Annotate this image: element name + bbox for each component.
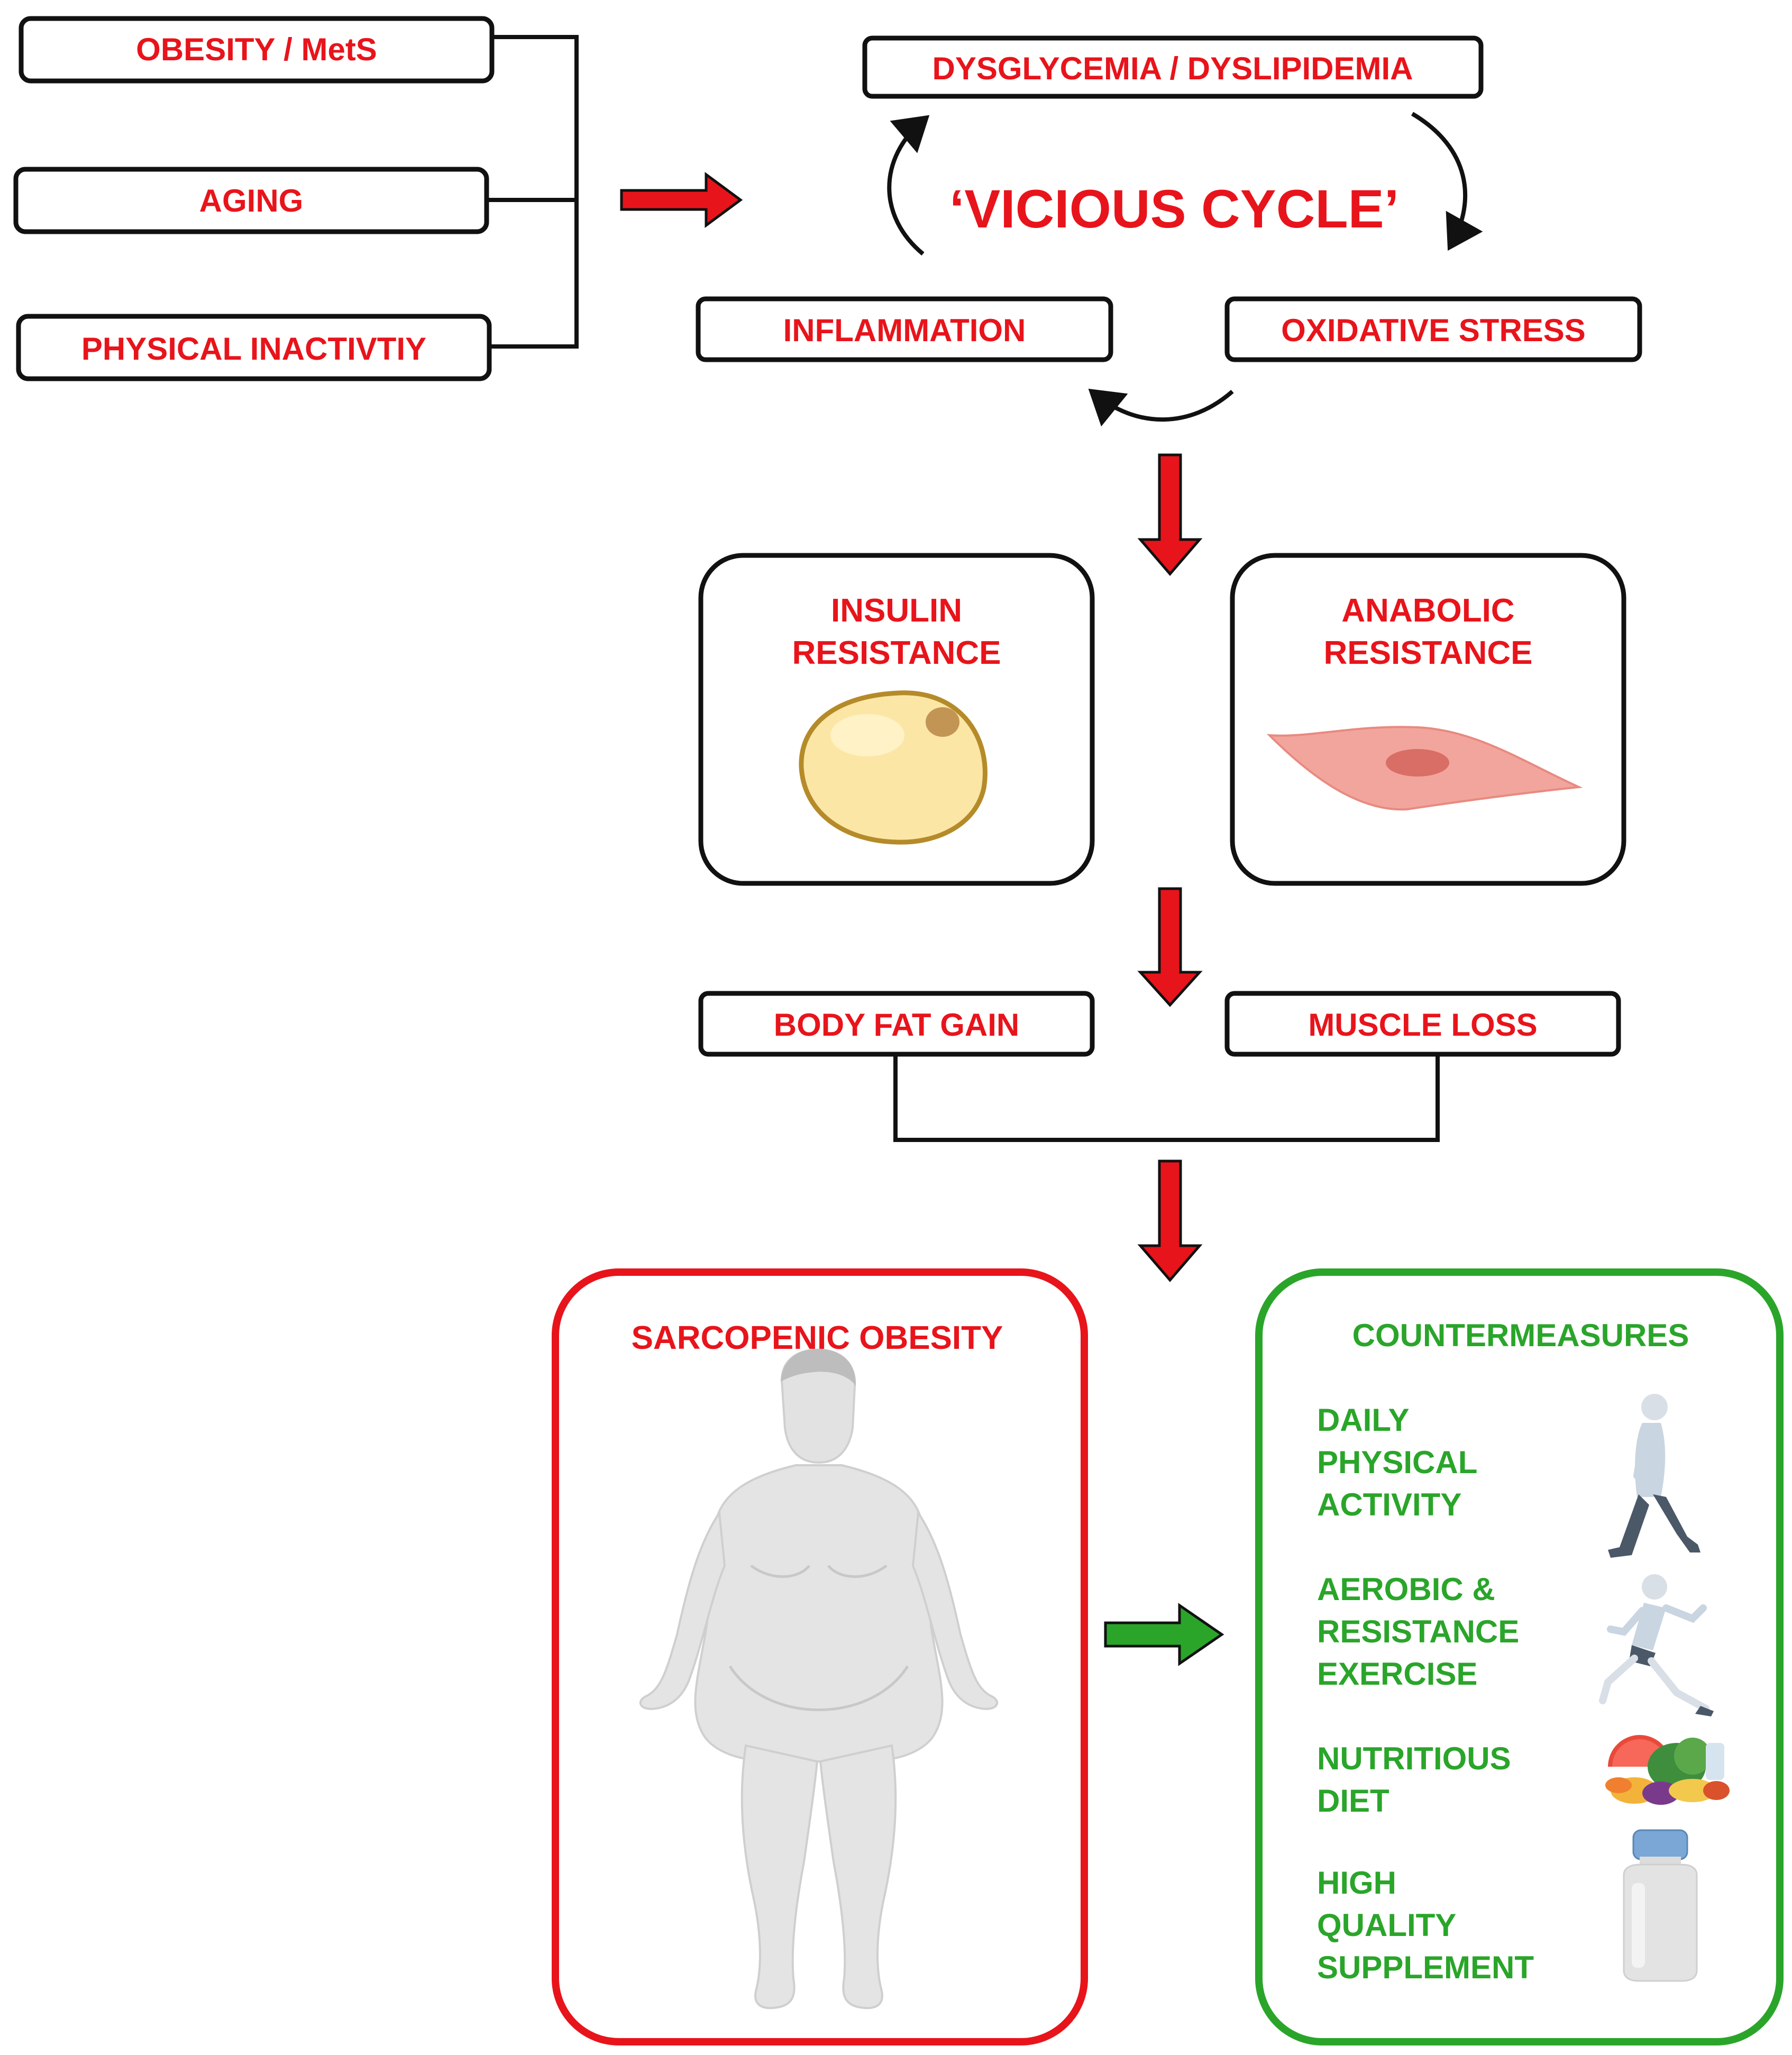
green-arrow-to-countermeasures xyxy=(1104,1603,1224,1666)
countermeasures-box: COUNTERMEASURES DAILY PHYSICAL ACTIVITY … xyxy=(1255,1268,1784,2045)
countermeasure-supplement: HIGH QUALITY SUPPLEMENT xyxy=(1317,1829,1698,1985)
anabolic-resistance-label-2: RESISTANCE xyxy=(1323,635,1532,671)
body-fat-gain-box: BODY FAT GAIN xyxy=(698,991,1095,1057)
countermeasures-title: COUNTERMEASURES xyxy=(1352,1318,1689,1353)
cause-aging-box: AGING xyxy=(13,167,489,234)
countermeasure-3-line-1: NUTRITIOUS xyxy=(1317,1741,1511,1776)
oxidative-stress-box: OXIDATIVE STRESS xyxy=(1224,296,1642,362)
countermeasure-4-line-2: QUALITY xyxy=(1317,1907,1456,1943)
insulin-resistance-label-1: INSULIN xyxy=(831,592,962,629)
vicious-cycle-title: ‘VICIOUS CYCLE’ xyxy=(949,179,1399,239)
cycle-arrows xyxy=(887,112,1483,427)
countermeasure-4-line-3: SUPPLEMENT xyxy=(1317,1950,1534,1985)
dysglycemia-label: DYSGLYCEMIA / DYSLIPIDEMIA xyxy=(932,51,1413,86)
cause-inactivity-label: PHYSICAL INACTIVTIY xyxy=(81,331,426,367)
anabolic-resistance-label-1: ANABOLIC xyxy=(1341,592,1514,629)
countermeasure-1-line-1: DAILY xyxy=(1317,1402,1410,1438)
running-person-icon xyxy=(1599,1574,1714,1716)
obese-person-icon xyxy=(639,1348,998,2010)
red-arrow-causes-to-cycle xyxy=(620,172,743,228)
causes-bracket xyxy=(487,35,579,349)
insulin-resistance-box: INSULIN RESISTANCE xyxy=(698,553,1095,886)
cause-inactivity-box: PHYSICAL INACTIVTIY xyxy=(16,314,492,381)
body-fat-gain-label: BODY FAT GAIN xyxy=(774,1007,1019,1043)
cycle-arrow-bottom xyxy=(1088,388,1234,427)
countermeasure-3-line-2: DIET xyxy=(1317,1783,1389,1819)
red-arrow-down-3 xyxy=(1137,1159,1203,1282)
countermeasure-exercise: AEROBIC & RESISTANCE EXERCISE xyxy=(1317,1572,1714,1716)
countermeasure-2-line-3: EXERCISE xyxy=(1317,1656,1477,1692)
muscle-cell-icon xyxy=(1266,726,1583,811)
red-arrow-down-2 xyxy=(1137,887,1203,1007)
cycle-arrow-right xyxy=(1411,112,1483,251)
cause-obesity-label: OBESITY / MetS xyxy=(136,32,377,67)
anabolic-resistance-box: ANABOLIC RESISTANCE xyxy=(1230,553,1626,886)
walking-person-icon xyxy=(1608,1394,1700,1558)
countermeasure-2-line-1: AEROBIC & xyxy=(1317,1572,1495,1607)
inflammation-box: INFLAMMATION xyxy=(696,296,1113,362)
outcomes-bracket xyxy=(893,1054,1440,1142)
inflammation-label: INFLAMMATION xyxy=(783,313,1026,348)
cause-obesity-box: OBESITY / MetS xyxy=(19,16,495,84)
insulin-resistance-label-2: RESISTANCE xyxy=(792,635,1001,671)
fat-cell-icon xyxy=(799,690,988,845)
supplement-bottle-icon xyxy=(1623,1829,1698,1982)
countermeasure-1-line-3: ACTIVITY xyxy=(1317,1487,1461,1522)
countermeasure-1-line-2: PHYSICAL xyxy=(1317,1445,1477,1480)
muscle-loss-label: MUSCLE LOSS xyxy=(1308,1007,1537,1043)
food-icon xyxy=(1605,1735,1730,1805)
countermeasure-daily-activity: DAILY PHYSICAL ACTIVITY xyxy=(1317,1394,1700,1558)
countermeasure-4-line-1: HIGH xyxy=(1317,1865,1396,1901)
red-arrow-down-1 xyxy=(1137,453,1203,576)
sarcopenic-obesity-box: SARCOPENIC OBESITY xyxy=(552,1268,1088,2045)
cause-aging-label: AGING xyxy=(199,183,304,218)
countermeasure-diet: NUTRITIOUS DIET xyxy=(1317,1735,1730,1819)
countermeasure-2-line-2: RESISTANCE xyxy=(1317,1614,1519,1649)
dysglycemia-box: DYSGLYCEMIA / DYSLIPIDEMIA xyxy=(862,35,1484,99)
muscle-loss-box: MUSCLE LOSS xyxy=(1224,991,1621,1057)
oxidative-stress-label: OXIDATIVE STRESS xyxy=(1281,313,1586,348)
cycle-arrow-left xyxy=(887,115,930,256)
